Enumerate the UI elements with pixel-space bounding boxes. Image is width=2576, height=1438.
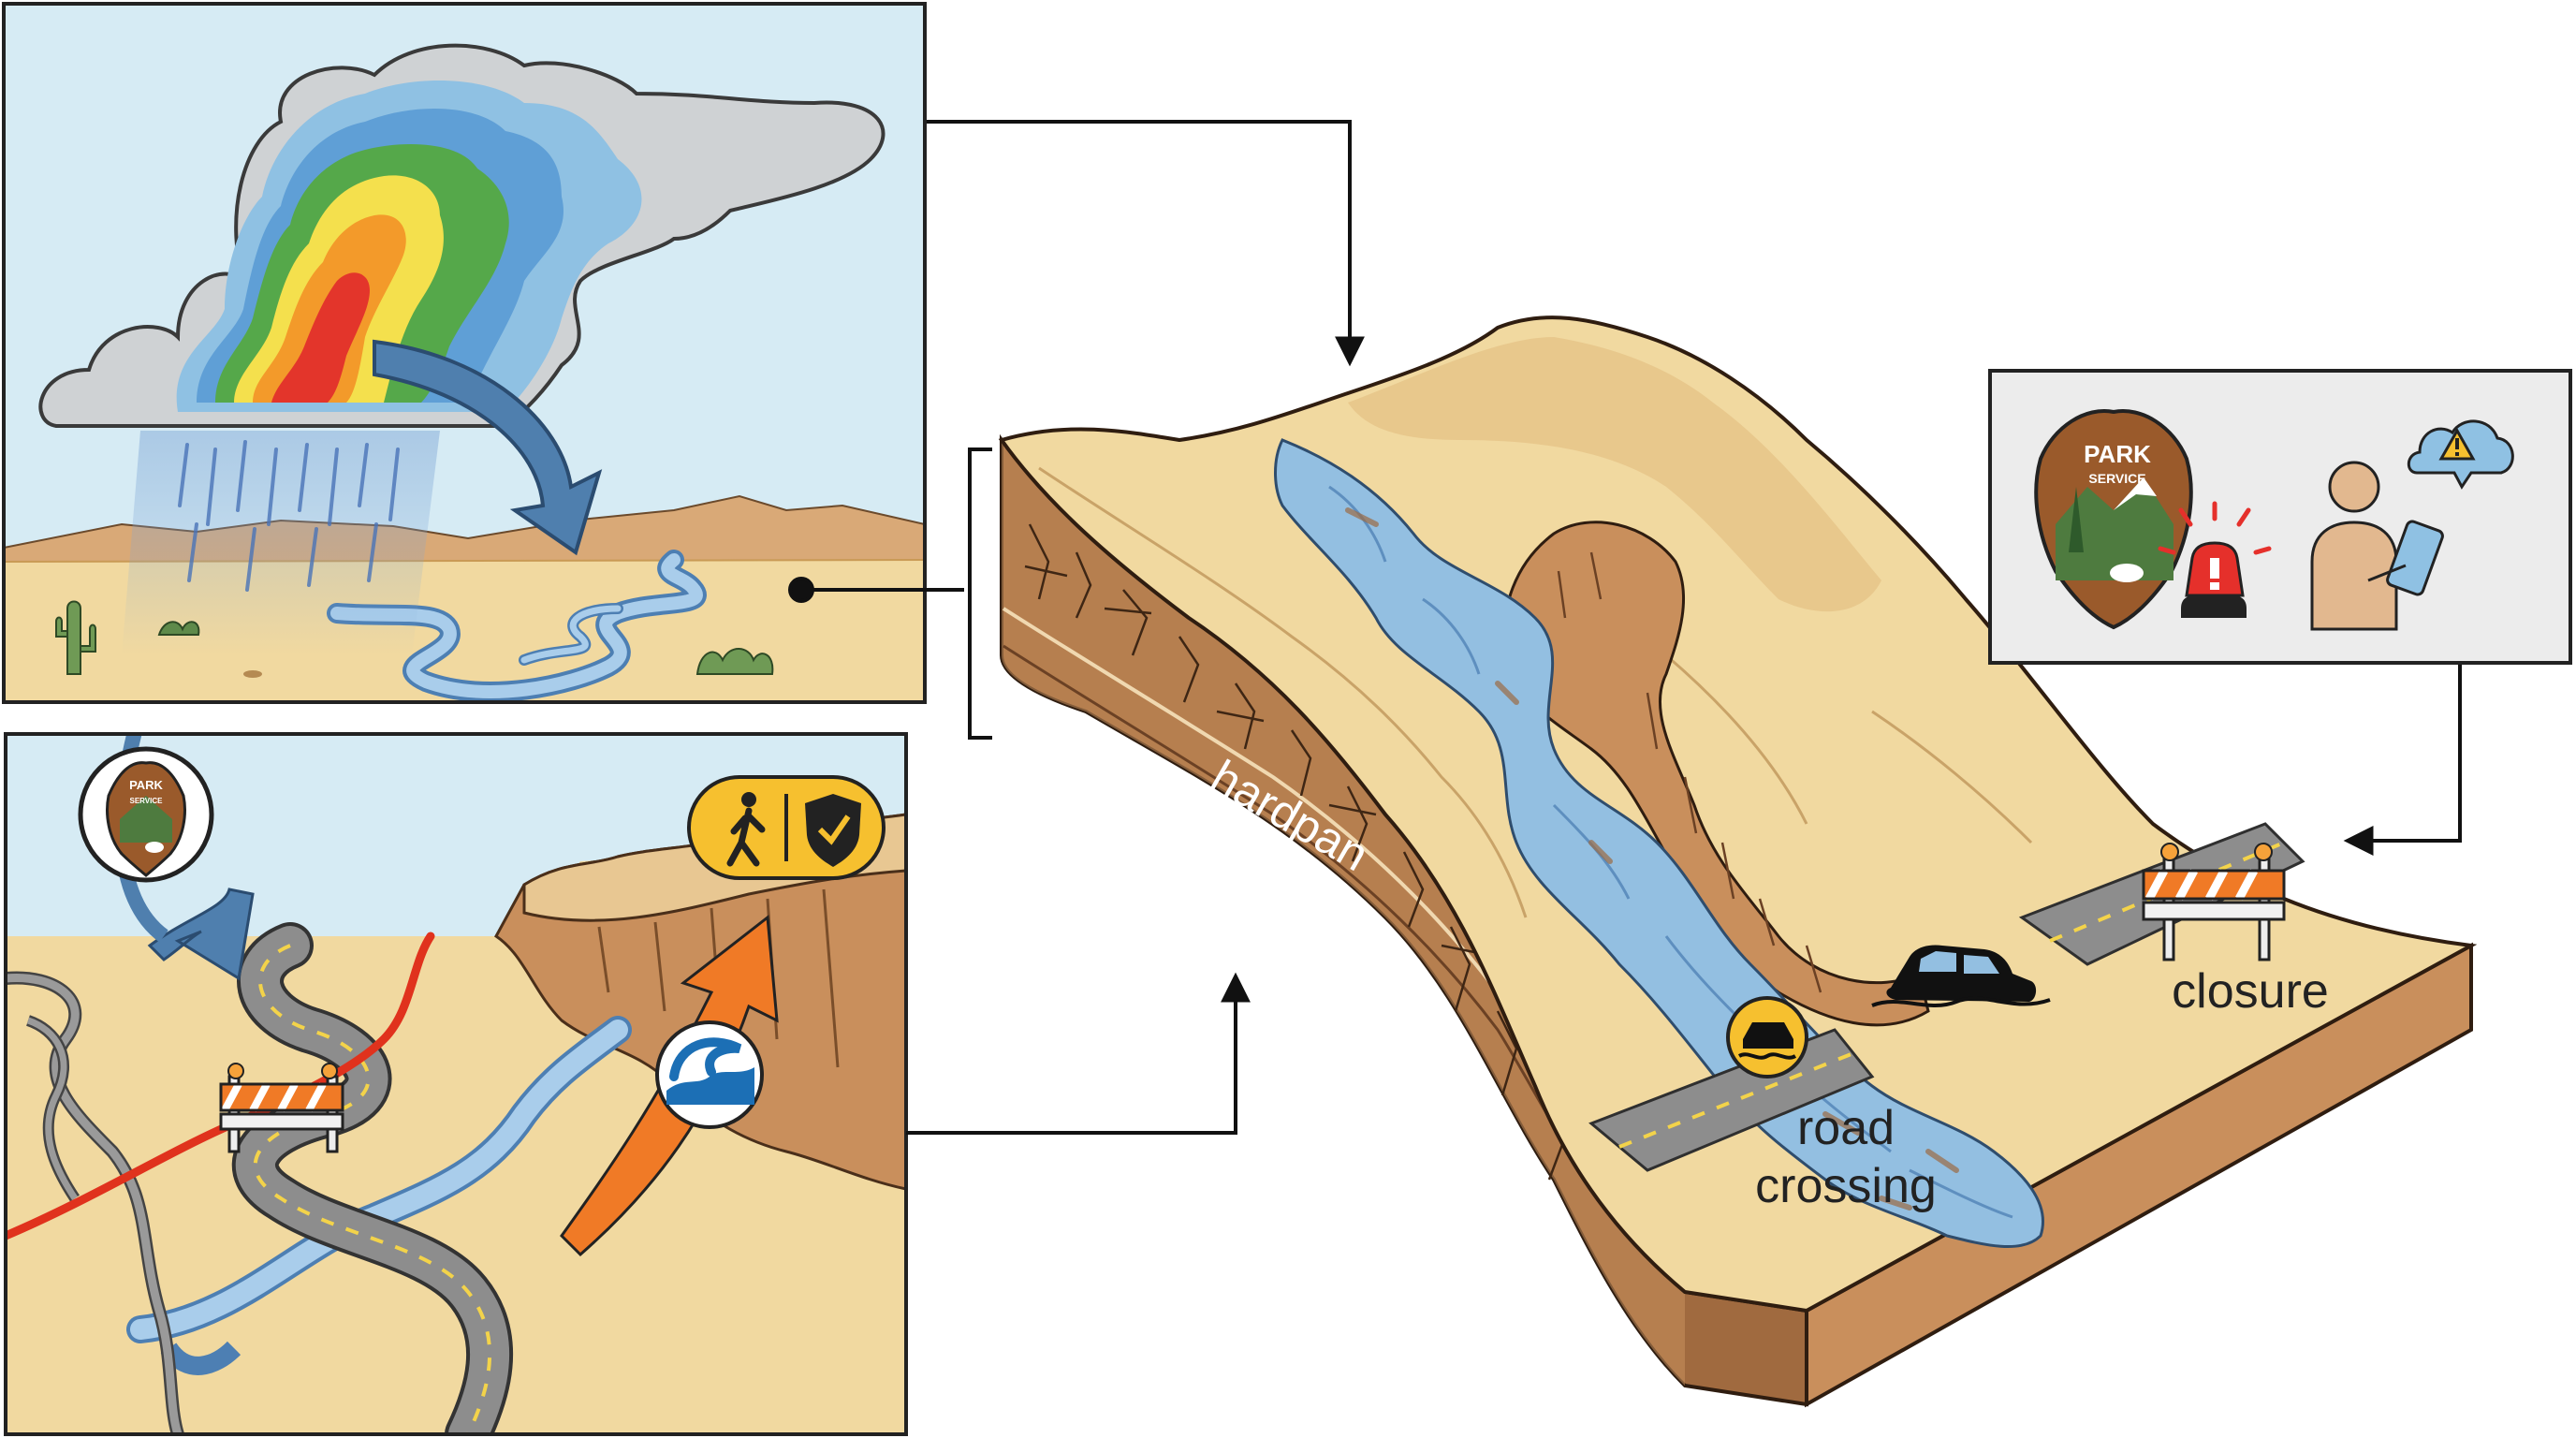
road-barricade-icon <box>219 1063 344 1153</box>
badge-park-small: PARK <box>129 778 163 792</box>
closure-label: closure <box>2172 964 2329 1019</box>
radar-storm-cloud-icon <box>38 43 886 428</box>
person-with-tablet-icon <box>2310 461 2444 631</box>
rain-shaft <box>122 431 440 655</box>
flow-arrow <box>147 888 255 981</box>
cloud-warning-icon <box>2407 419 2514 490</box>
flood-wave-icon <box>655 1020 764 1129</box>
panel-road-map: PARK SERVICE <box>4 732 908 1436</box>
shrub-icon <box>157 621 200 636</box>
badge-service-small: SERVICE <box>130 797 164 805</box>
cactus-icon <box>55 600 96 675</box>
road-crossing-label-line1: road <box>1797 1101 1895 1155</box>
road-barricade-icon <box>2142 843 2286 961</box>
road-crossing-sign <box>1726 996 1808 1078</box>
panel-alert: PARK SERVICE <box>1988 369 2572 665</box>
park-service-shield-icon: PARK SERVICE <box>78 746 214 883</box>
runoff-arrow <box>373 339 603 556</box>
hiker-safety-shield-icon <box>687 775 886 880</box>
panel-storm <box>2 2 927 704</box>
alert-beacon-icon <box>2158 501 2272 618</box>
road-crossing-label-line2: crossing <box>1755 1159 1937 1213</box>
badge-service: SERVICE <box>2088 471 2145 486</box>
terrain-block: hardpan hardpan road crossing closure <box>998 315 2478 1408</box>
park-service-shield-icon: PARK SERVICE <box>2034 409 2193 630</box>
creek <box>1274 438 2045 1248</box>
badge-park: PARK <box>2084 440 2151 468</box>
shrub-icon <box>695 648 774 675</box>
flooded-car-icon <box>1871 945 2051 1007</box>
connector-arrows <box>788 120 2462 1135</box>
